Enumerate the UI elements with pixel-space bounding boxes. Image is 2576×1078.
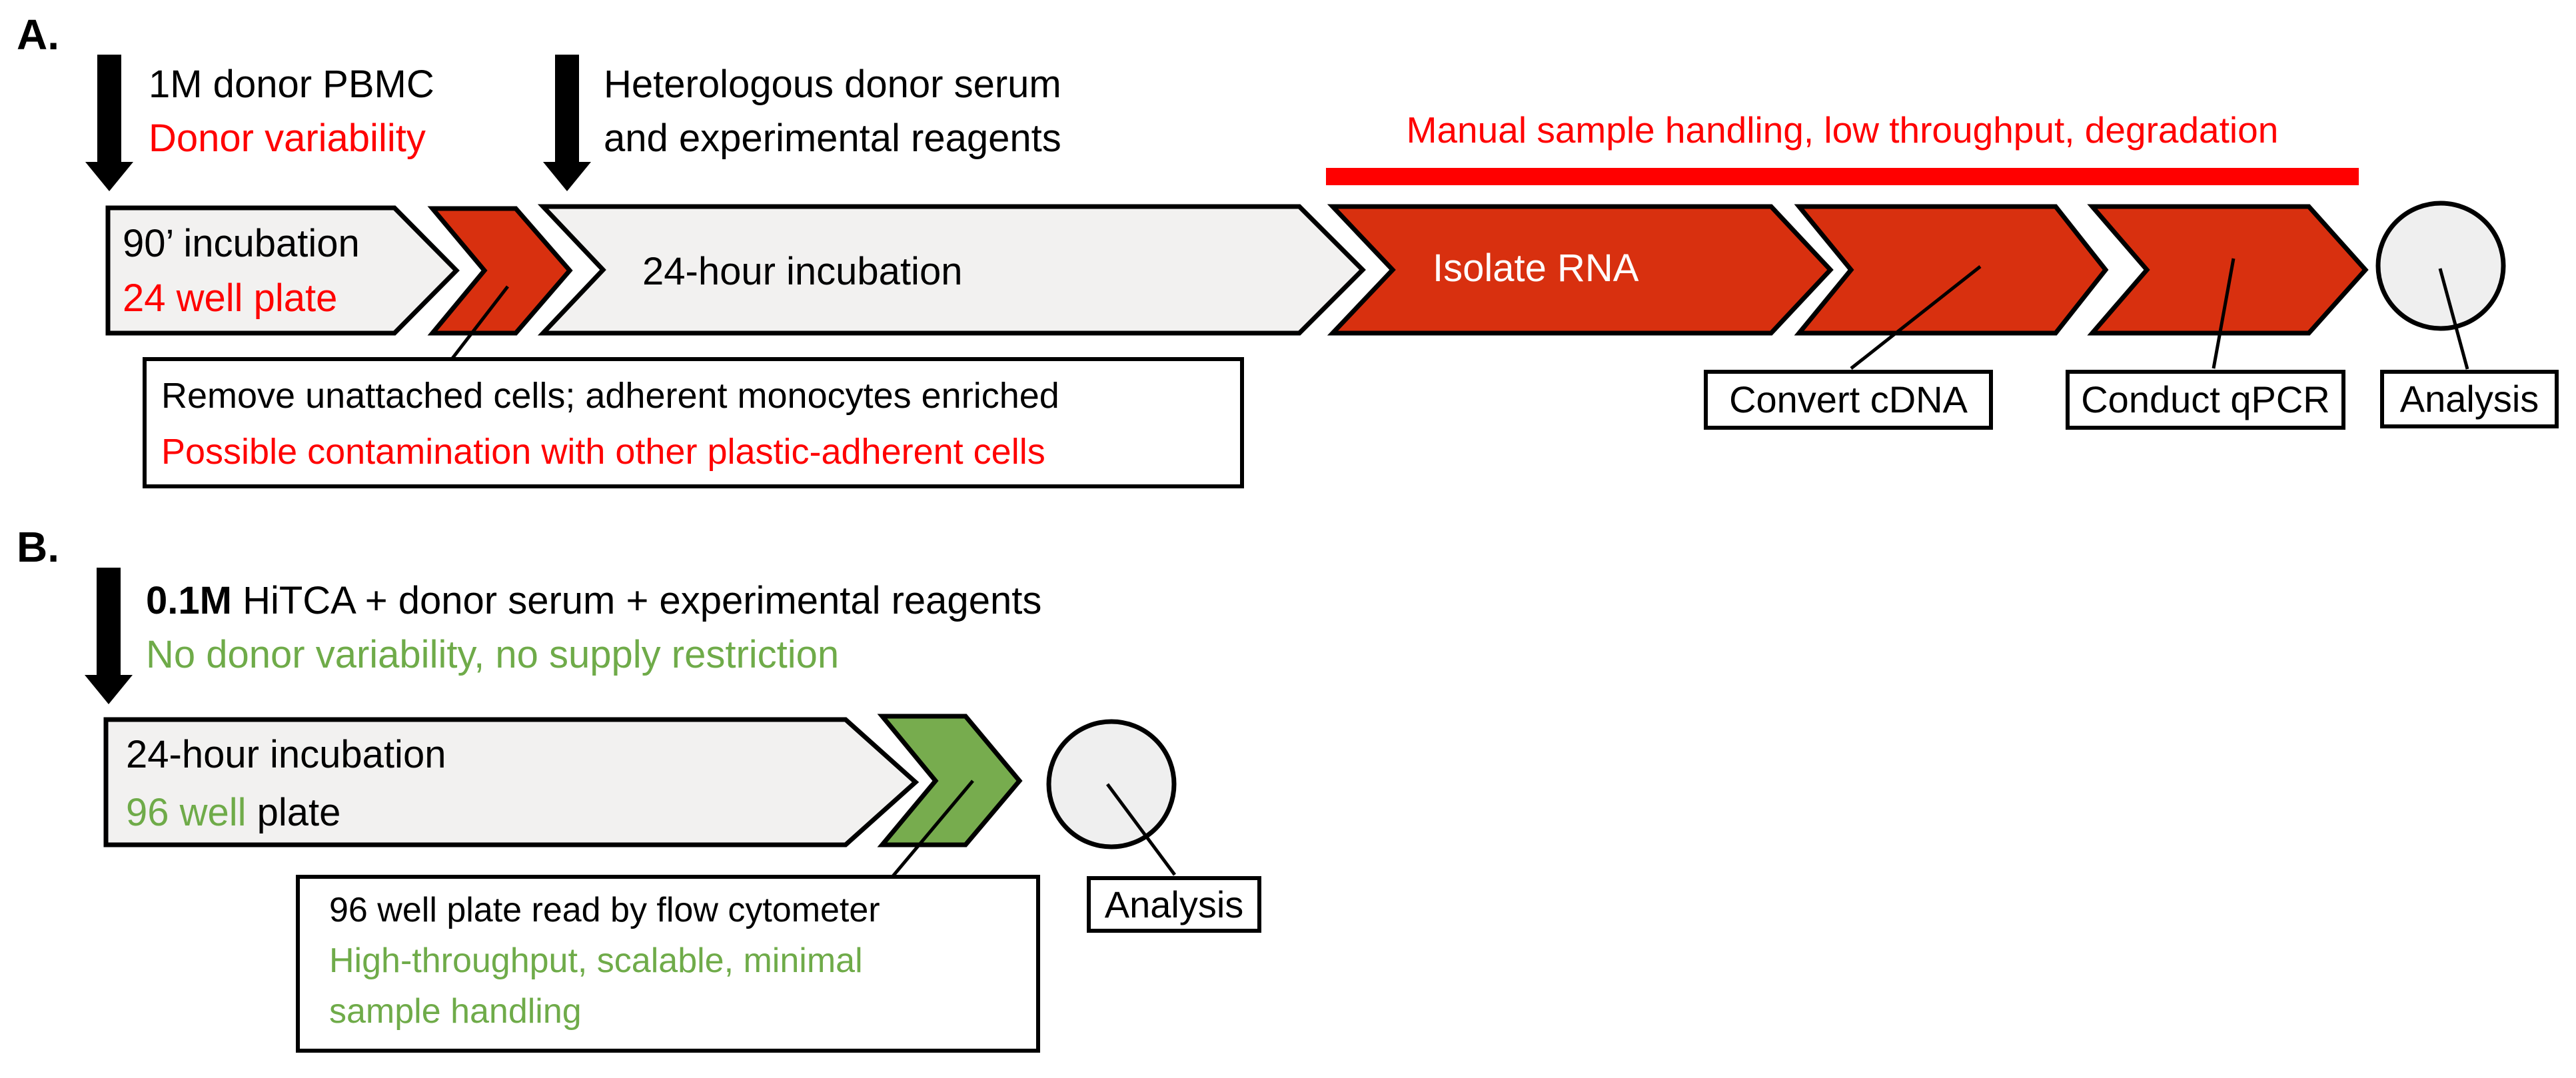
analysis-circle-a	[2375, 201, 2506, 331]
leader-line-chevron-b-to-note	[892, 780, 974, 877]
panel-b-label: B.	[17, 523, 59, 571]
input-a1-line1: 1M donor PBMC	[149, 63, 434, 106]
step-arrow-isolate-rna	[1327, 204, 1834, 336]
panel-a-label: A.	[17, 11, 59, 59]
note-box-monocyte-enrichment: Remove unattached cells; adherent monocy…	[143, 357, 1244, 488]
input-b-line1-bold: 0.1M	[146, 579, 232, 622]
warning-underline-bar	[1326, 168, 2359, 185]
input-down-arrow-a1-icon	[85, 55, 133, 191]
analysis-box-a: Analysis	[2380, 370, 2559, 428]
note-flow-line3: sample handling	[329, 992, 582, 1031]
input-b-line2: No donor variability, no supply restrict…	[146, 633, 840, 676]
input-a1-line2: Donor variability	[149, 117, 426, 160]
convert-cdna-box: Convert cDNA	[1704, 370, 1993, 430]
step1-b-line2-black: plate	[246, 791, 341, 834]
input-down-arrow-b-icon	[85, 568, 133, 704]
input-a2-line1: Heterologous donor serum	[604, 63, 1061, 106]
note-box-flow-cytometer: 96 well plate read by flow cytometer Hig…	[296, 875, 1040, 1053]
analysis-box-b: Analysis	[1087, 876, 1261, 933]
leader-line-conduct-qpcr	[2212, 258, 2236, 369]
note-monocyte-line2: Possible contamination with other plasti…	[161, 432, 1045, 472]
step-arrow-90min-incubation	[105, 205, 460, 336]
step1-b-line2: 96 well plate	[126, 794, 340, 832]
analysis-label-a: Analysis	[2399, 378, 2539, 420]
transfer-chevron-b	[877, 714, 1023, 847]
step-chevron-conduct-qpcr	[2087, 204, 2369, 336]
input-down-arrow-a2-icon	[543, 55, 591, 191]
input-a2-line2: and experimental reagents	[604, 117, 1061, 160]
analysis-label-b: Analysis	[1104, 883, 1244, 925]
leader-line-analysis-a	[2438, 268, 2469, 370]
step-chevron-convert-cdna	[1794, 204, 2109, 336]
step-arrow-24h-incubation-a	[537, 204, 1366, 336]
transfer-chevron-a1	[427, 206, 573, 336]
conduct-qpcr-label: Conduct qPCR	[2081, 378, 2330, 420]
step1-a-line2: 24 well plate	[123, 276, 338, 320]
step3-a-label: Isolate RNA	[1433, 247, 1639, 290]
step1-a-line1: 90’ incubation	[123, 222, 360, 265]
note-monocyte-line1: Remove unattached cells; adherent monocy…	[161, 376, 1059, 416]
step1-b-line2-green: 96 well	[126, 791, 247, 834]
note-flow-line2: High-throughput, scalable, minimal	[329, 941, 863, 980]
leader-line-analysis-b	[1105, 783, 1177, 876]
leader-line-convert-cdna	[1850, 265, 1982, 370]
conduct-qpcr-box: Conduct qPCR	[2066, 370, 2345, 430]
step1-b-line1: 24-hour incubation	[126, 733, 446, 776]
input-b-line1-rest: HiTCA + donor serum + experimental reage…	[231, 579, 1042, 622]
analysis-circle-b	[1046, 719, 1177, 849]
warning-title: Manual sample handling, low throughput, …	[1406, 109, 2279, 151]
input-b-line1: 0.1M HiTCA + donor serum + experimental …	[146, 582, 1041, 620]
leader-line-chevron-a1-to-note	[450, 285, 509, 360]
step2-a-label: 24-hour incubation	[642, 250, 963, 293]
convert-cdna-label: Convert cDNA	[1729, 378, 1968, 420]
step-arrow-24h-incubation-b	[103, 717, 920, 847]
note-flow-line1: 96 well plate read by flow cytometer	[329, 891, 880, 929]
